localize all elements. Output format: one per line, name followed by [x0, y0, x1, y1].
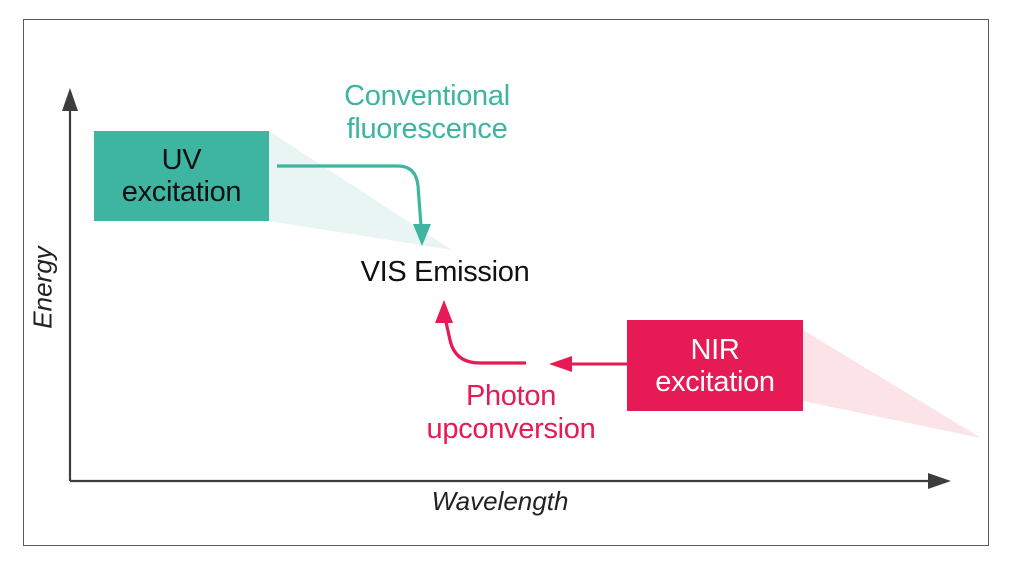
photon-upconversion-label: Photon upconversion — [396, 380, 626, 446]
upconversion-label-line1: Photon — [465, 380, 557, 412]
upconversion-arrow — [444, 321, 526, 365]
conventional-fluorescence-label: Conventional fluorescence — [322, 80, 532, 146]
y-axis-arrowhead — [62, 88, 78, 111]
diagram-frame — [23, 19, 989, 546]
uv-beam-fan — [269, 131, 452, 250]
nir-excitation-line2: excitation — [655, 365, 775, 398]
y-axis-label: Energy — [27, 246, 58, 329]
uv-excitation-line2: excitation — [121, 176, 242, 208]
vis-emission-label: VIS Emission — [360, 256, 530, 288]
conventional-label-line2: fluorescence — [346, 113, 508, 145]
nir-excitation-box: NIR excitation — [627, 320, 803, 411]
uv-excitation-box: UV excitation — [94, 131, 269, 221]
x-axis-label: Wavelength — [431, 486, 569, 516]
conventional-label-line1: Conventional — [344, 80, 510, 112]
nir-input-arrowhead — [549, 356, 572, 372]
conventional-fluorescence-arrow — [277, 164, 423, 227]
nir-excitation-line1: NIR — [690, 333, 740, 366]
nir-beam-fan — [803, 330, 981, 438]
upconversion-label-line2: upconversion — [426, 413, 596, 445]
uv-excitation-line1: UV — [161, 144, 202, 176]
x-axis-arrowhead — [928, 473, 951, 489]
upconversion-arrowhead — [435, 300, 453, 323]
conventional-arrowhead — [413, 224, 431, 246]
